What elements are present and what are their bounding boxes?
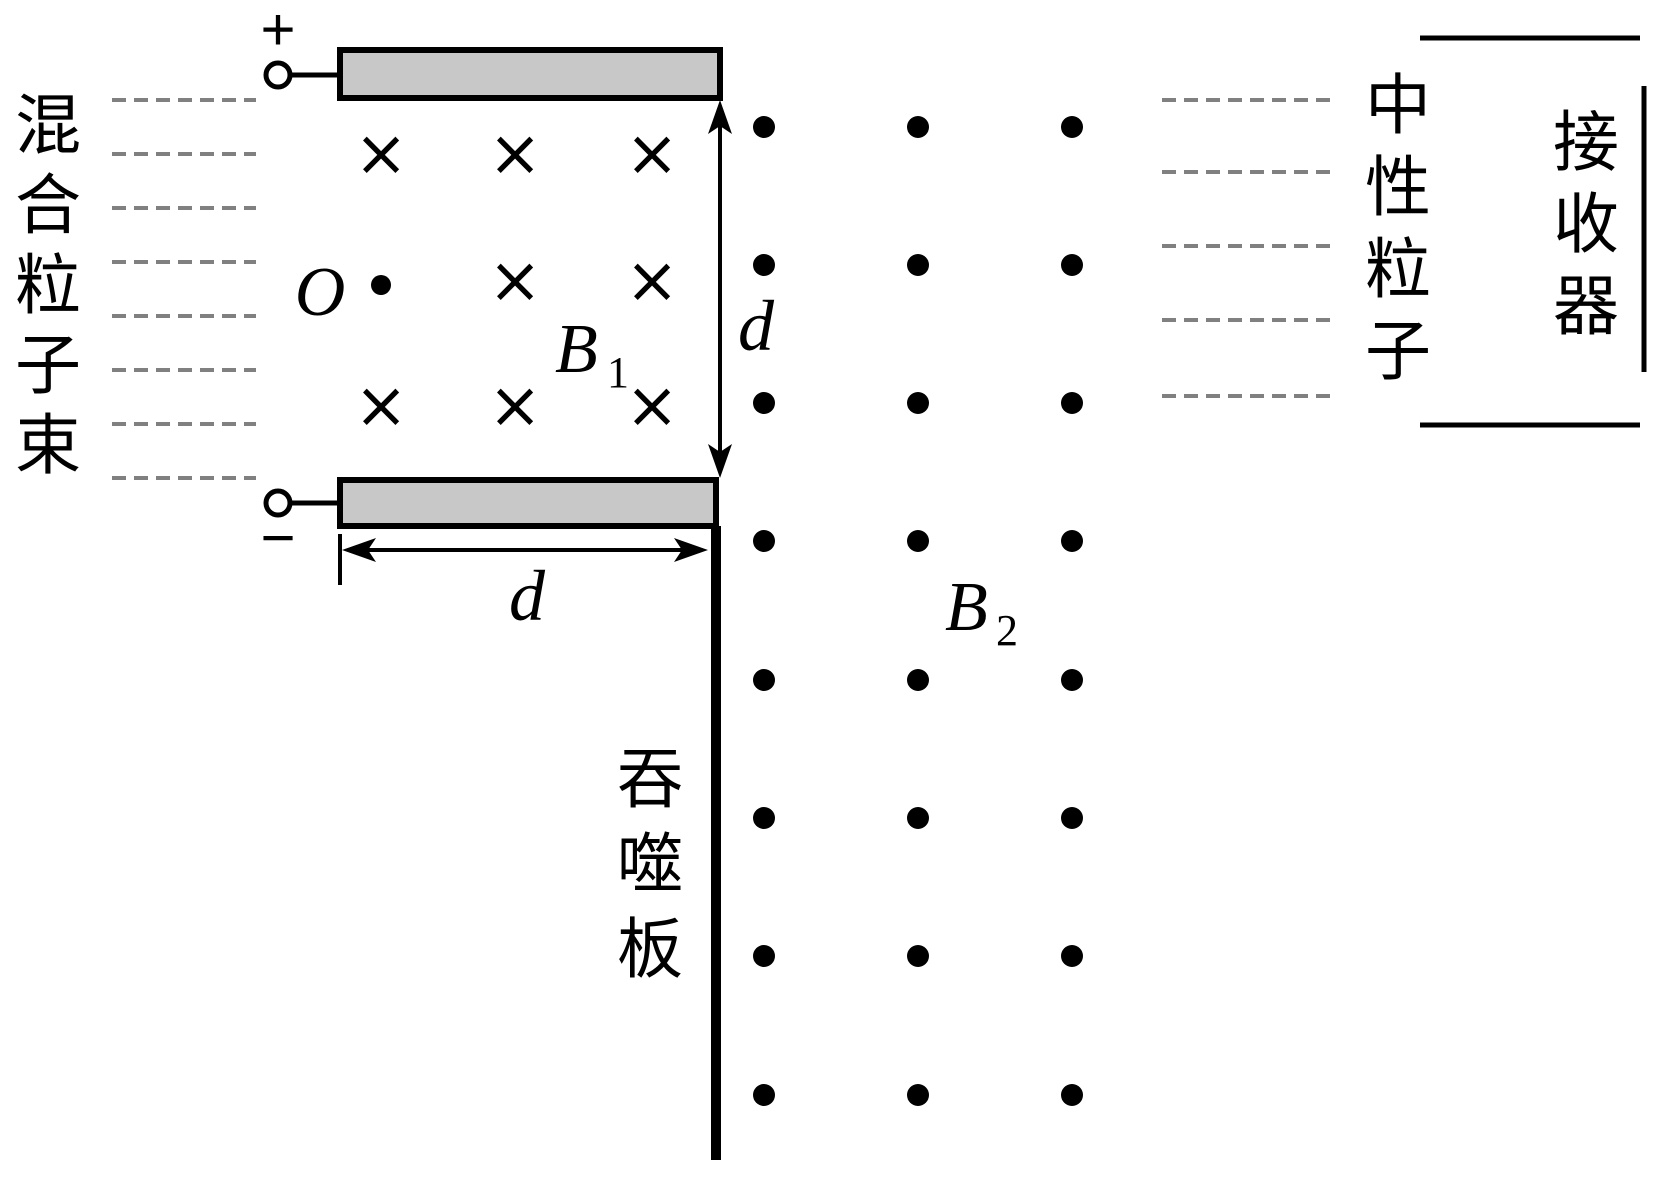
gap-label: d bbox=[738, 286, 775, 366]
minus-sign: − bbox=[260, 504, 295, 571]
gap-arrow-up bbox=[708, 100, 732, 134]
field-cross-mark: × bbox=[625, 369, 679, 443]
b2-letter: B bbox=[945, 569, 988, 646]
field-dot-mark bbox=[907, 807, 929, 829]
b1-letter: B bbox=[555, 311, 598, 388]
field-dot-mark bbox=[753, 116, 775, 138]
upper-terminal bbox=[263, 60, 293, 90]
field-dot-mark bbox=[1061, 254, 1083, 276]
upper-plate bbox=[337, 47, 723, 101]
field-dot-mark bbox=[1061, 116, 1083, 138]
field-dot-mark bbox=[753, 392, 775, 414]
field-dot-mark bbox=[1061, 530, 1083, 552]
field-dot-mark bbox=[907, 530, 929, 552]
b2-field-marks bbox=[753, 116, 1083, 1106]
field-dot-mark bbox=[907, 1084, 929, 1106]
neutral-beam-lines bbox=[1162, 98, 1336, 398]
field-cross-mark: × bbox=[354, 117, 408, 191]
field-dot-mark bbox=[907, 254, 929, 276]
upper-plate-group: + bbox=[260, 0, 723, 101]
length-arrow-right bbox=[674, 538, 708, 562]
gap-dimension: d bbox=[708, 100, 775, 478]
field-dot-mark bbox=[753, 945, 775, 967]
field-cross-mark: × bbox=[488, 369, 542, 443]
field-dot-mark bbox=[907, 669, 929, 691]
field-dot-mark bbox=[1061, 807, 1083, 829]
gap-arrow-down bbox=[708, 444, 732, 478]
receiver-label: 接收器 bbox=[1553, 104, 1619, 345]
field-dot-mark bbox=[907, 392, 929, 414]
b1-index: 1 bbox=[607, 348, 629, 397]
field-dot-mark bbox=[907, 945, 929, 967]
lower-plate-group: − bbox=[260, 477, 719, 571]
field-dot-mark bbox=[753, 530, 775, 552]
lower-plate bbox=[337, 477, 719, 529]
b2-index: 2 bbox=[996, 606, 1018, 655]
length-arrow-left bbox=[342, 538, 376, 562]
lower-terminal bbox=[263, 488, 293, 518]
mixed-beam-lines bbox=[112, 98, 256, 480]
field-cross-mark: × bbox=[488, 117, 542, 191]
b1-field-marks: × × × × × × × × bbox=[354, 117, 679, 443]
field-dot-mark bbox=[1061, 945, 1083, 967]
field-dot-mark bbox=[1061, 1084, 1083, 1106]
field-cross-mark: × bbox=[625, 117, 679, 191]
mixed-beam-label: 混合粒子束 bbox=[15, 87, 81, 484]
field-cross-mark: × bbox=[488, 244, 542, 318]
field-cross-mark: × bbox=[625, 244, 679, 318]
field-cross-mark: × bbox=[354, 369, 408, 443]
receiver-group bbox=[1420, 35, 1647, 428]
field-dot-mark bbox=[753, 1084, 775, 1106]
length-dimension: d bbox=[338, 534, 708, 636]
field-dot-mark bbox=[753, 807, 775, 829]
origin-point bbox=[371, 275, 391, 295]
field-dot-mark bbox=[1061, 392, 1083, 414]
plus-sign: + bbox=[260, 0, 295, 63]
field-dot-mark bbox=[753, 254, 775, 276]
neutral-particles-label: 中性粒子 bbox=[1365, 67, 1431, 390]
length-label: d bbox=[509, 556, 546, 636]
field-dot-mark bbox=[907, 116, 929, 138]
field-dot-mark bbox=[1061, 669, 1083, 691]
swallow-plate-label: 吞噬板 bbox=[617, 741, 683, 988]
field-dot-mark bbox=[753, 669, 775, 691]
origin-label: O bbox=[295, 254, 346, 331]
